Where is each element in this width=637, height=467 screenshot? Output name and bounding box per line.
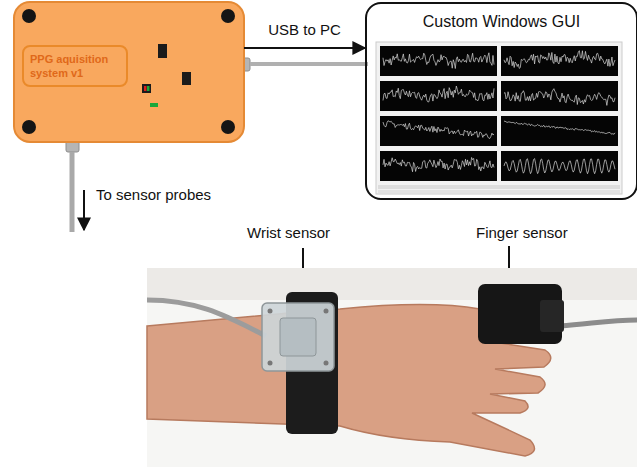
window-title: Custom Windows GUI	[367, 4, 636, 32]
probe-label: To sensor probes	[96, 186, 211, 204]
housing-body	[14, 2, 244, 142]
table	[147, 300, 637, 467]
wrist-sensor-board	[280, 318, 316, 356]
device-housing	[14, 2, 368, 232]
sensor-cable	[147, 300, 266, 336]
screw-hole	[22, 120, 36, 134]
screw-hole	[221, 120, 235, 134]
waveform	[504, 121, 615, 134]
screw-hole	[221, 9, 235, 23]
gui-controls	[378, 190, 620, 193]
waveform	[383, 157, 494, 171]
screw	[268, 309, 273, 314]
sensor-label: Finger sensor	[476, 224, 568, 242]
usb-cable	[250, 62, 368, 66]
waveform	[383, 121, 494, 139]
finger-sensor-end	[540, 300, 564, 332]
device-label: PPG aquisition system v1	[22, 45, 128, 87]
gui-window-box: Custom Windows GUI	[365, 2, 637, 200]
screw-hole	[22, 9, 36, 23]
gui-plots	[376, 42, 622, 194]
led-red	[144, 86, 147, 91]
photo	[147, 268, 637, 467]
connector-arrow	[244, 47, 365, 49]
screw	[324, 309, 329, 314]
led-green	[147, 86, 150, 91]
pointer-arrow	[83, 190, 85, 230]
waveform	[383, 53, 494, 69]
button	[182, 72, 191, 85]
plot-panel	[501, 116, 618, 146]
screw	[268, 361, 273, 366]
waveform	[504, 51, 615, 69]
waveform	[504, 159, 615, 174]
plot-panel	[501, 151, 618, 181]
plot-panel	[380, 81, 497, 111]
plot-panel	[380, 151, 497, 181]
gui-window	[376, 42, 622, 194]
device-box: PPG aquisition system v1	[14, 2, 244, 142]
gui-controls	[378, 185, 620, 189]
connector-label: USB to PC	[268, 21, 341, 39]
wrist-sensor-case	[262, 303, 334, 371]
button	[158, 44, 167, 58]
photo-background	[147, 268, 637, 467]
screw	[324, 361, 329, 366]
probe-cable	[70, 152, 75, 232]
finger-cable	[560, 320, 637, 326]
led	[142, 84, 151, 93]
plot-panel	[380, 46, 497, 76]
plot-panel	[501, 46, 618, 76]
plot-panel	[501, 81, 618, 111]
waveform	[383, 86, 494, 102]
plot-panel	[380, 116, 497, 146]
led-green	[150, 103, 158, 107]
sensor-label: Wrist sensor	[247, 224, 330, 242]
waveform	[504, 89, 615, 106]
